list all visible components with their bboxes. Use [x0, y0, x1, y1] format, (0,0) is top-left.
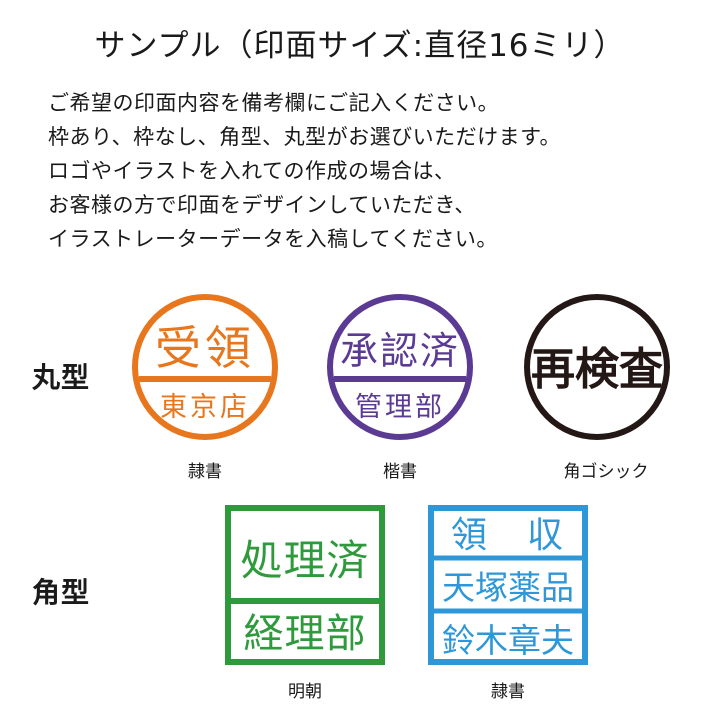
stamp-main-text: 承認済 — [340, 329, 460, 373]
description-line: ロゴやイラストを入れての作成の場合は、 — [48, 159, 456, 183]
caption-kaisho: 楷書 — [383, 462, 417, 482]
stamp-border — [428, 505, 588, 665]
caption-mincho: 明朝 — [288, 682, 322, 702]
description-line: イラストレーターデータを入稿してください。 — [48, 227, 498, 251]
round-stamp-juryo: 受領 東京店 — [130, 292, 280, 442]
caption-reisho-round: 隷書 — [188, 462, 222, 482]
stamp-sub-text: 管理部 — [355, 392, 445, 423]
stamp-face: 承認済 管理部 — [327, 294, 473, 440]
stamp-main-text: 再検査 — [531, 344, 663, 395]
round-row-label: 丸型 — [32, 361, 91, 394]
round-stamp-shoninzumi: 承認済 管理部 — [325, 292, 475, 442]
caption-reisho-square: 隷書 — [491, 682, 525, 702]
stamp-border — [225, 505, 385, 665]
stamp-border — [132, 294, 278, 440]
caption-kaku-gothic: 角ゴシック — [563, 462, 649, 482]
stamp-main-text: 受領 — [155, 321, 255, 375]
round-stamp-saikensa: 再検査 — [522, 292, 672, 442]
stamp-face: 処理済 経理部 — [225, 505, 385, 665]
description: ご希望の印面内容を備考欄にご記入ください。 枠あり、枠なし、角型、丸型がお選びい… — [48, 86, 708, 256]
page-title: サンプル（印面サイズ:直径16ミリ） — [94, 28, 626, 64]
stamp-face: 再検査 — [524, 294, 670, 440]
description-line: お客様の方で印面をデザインしていただき、 — [48, 193, 476, 217]
stamp-border — [327, 294, 473, 440]
stamp-main-text: 処理済 — [240, 536, 369, 585]
description-line: 枠あり、枠なし、角型、丸型がお選びいただけます。 — [48, 125, 562, 149]
stamp-line-2: 天塚薬品 — [442, 568, 574, 607]
stamp-face: 領 収 天塚薬品 鈴木章夫 — [428, 505, 588, 665]
stamp-sub-text: 経理部 — [244, 611, 367, 657]
stamp-sub-text: 東京店 — [160, 392, 250, 423]
stamp-face: 受領 東京店 — [132, 294, 278, 440]
square-stamp-shorizumi: 処理済 経理部 — [225, 505, 385, 665]
square-row-label: 角型 — [32, 576, 91, 609]
stamp-line-3: 鈴木章夫 — [442, 621, 574, 660]
square-stamp-ryoshu: 領 収 天塚薬品 鈴木章夫 — [428, 505, 588, 665]
stamp-border — [524, 294, 670, 440]
description-line: ご希望の印面内容を備考欄にご記入ください。 — [48, 91, 500, 115]
stamp-line-1: 領 収 — [451, 515, 565, 556]
